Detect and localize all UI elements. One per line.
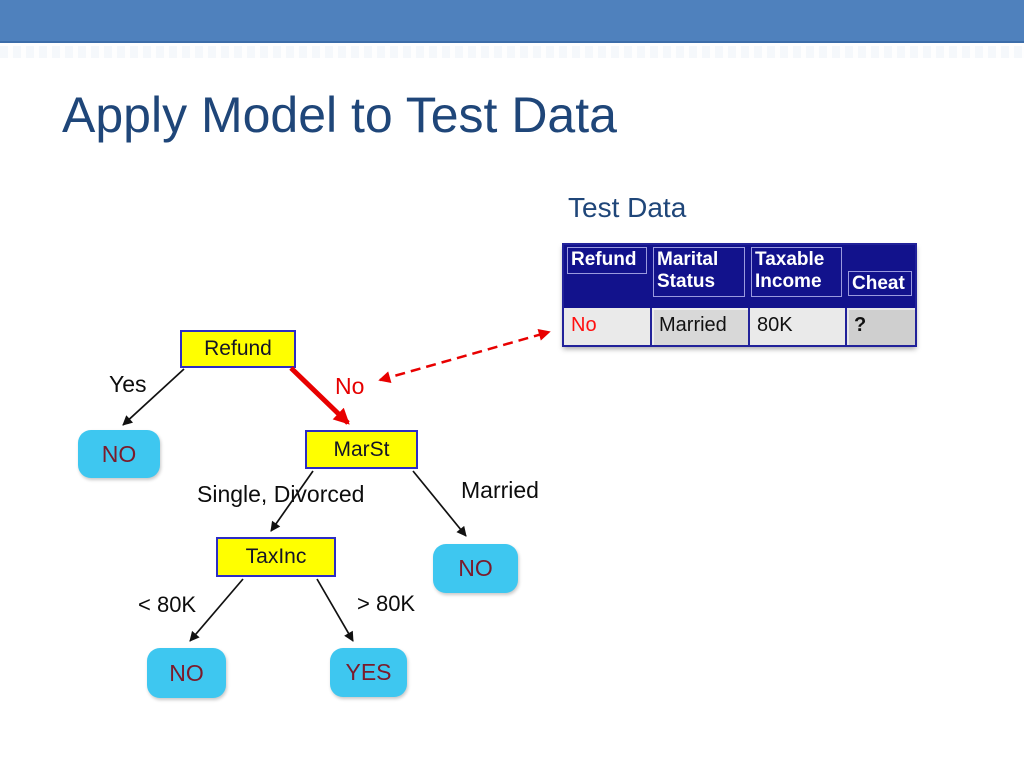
leaf-no-income-lt: NO [147, 648, 226, 698]
edge-label-no: No [335, 373, 365, 399]
leaf-no-refund-yes: NO [78, 430, 160, 478]
edge-label-gt-80k: > 80K [357, 591, 416, 616]
decorative-strip [0, 46, 1024, 58]
table-row: No Married 80K ? [564, 308, 915, 345]
column-header-cheat: Cheat [848, 271, 912, 296]
page-title: Apply Model to Test Data [62, 87, 617, 143]
edge-label-married: Married [461, 477, 539, 503]
leaf-no-married: NO [433, 544, 518, 593]
edge-label-single-divorced: Single, Divorced [197, 481, 365, 507]
edge-taxinc-lt-80k [189, 578, 244, 642]
test-data-heading: Test Data [568, 192, 687, 223]
table-header-row: Refund Marital Status Taxable Income Che… [564, 245, 915, 308]
cell-refund: No [564, 308, 650, 345]
edge-label-yes: Yes [109, 371, 147, 397]
cell-taxable-income: 80K [748, 308, 845, 345]
column-header-refund: Refund [567, 247, 647, 274]
column-header-taxable-income: Taxable Income [751, 247, 842, 297]
edge-taxinc-gt-80k [316, 578, 354, 642]
cell-marital-status: Married [650, 308, 748, 345]
pointer-arrow-test-record [378, 329, 551, 383]
tree-node-taxinc: TaxInc [216, 537, 336, 577]
edge-marst-married [412, 470, 467, 537]
edge-label-lt-80k: < 80K [138, 592, 197, 617]
cell-cheat: ? [845, 308, 915, 345]
leaf-yes-income-gt: YES [330, 648, 407, 697]
tree-node-refund: Refund [180, 330, 296, 368]
column-header-marital-status: Marital Status [653, 247, 745, 297]
tree-node-marst: MarSt [305, 430, 418, 469]
slide-header-bar [0, 0, 1024, 43]
test-data-table: Refund Marital Status Taxable Income Che… [562, 243, 917, 347]
